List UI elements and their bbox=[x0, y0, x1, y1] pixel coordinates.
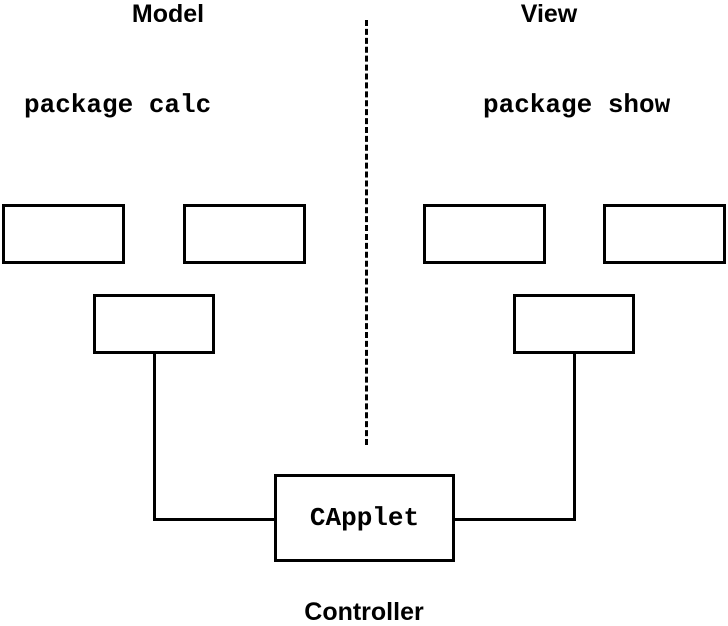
connector-view-horizontal bbox=[452, 518, 576, 521]
connector-view-vertical bbox=[573, 353, 576, 521]
view-class-box-1[interactable] bbox=[423, 204, 546, 264]
package-label-show: package show bbox=[483, 90, 671, 120]
connector-model-horizontal bbox=[153, 518, 277, 521]
view-class-box-2-label bbox=[606, 207, 723, 261]
heading-controller: Controller bbox=[304, 598, 424, 626]
controller-class-box-label: CApplet bbox=[309, 503, 420, 533]
view-class-box-1-label bbox=[426, 207, 543, 261]
model-view-divider bbox=[365, 20, 368, 445]
model-class-box-1-label bbox=[5, 207, 122, 261]
view-class-box-2[interactable] bbox=[603, 204, 726, 264]
connector-model-vertical bbox=[153, 353, 156, 521]
model-class-box-2[interactable] bbox=[183, 204, 306, 264]
model-class-box-3-label bbox=[96, 297, 212, 351]
model-class-box-2-label bbox=[186, 207, 303, 261]
package-label-calc: package calc bbox=[24, 90, 212, 120]
model-class-box-3[interactable] bbox=[93, 294, 215, 354]
view-class-box-3[interactable] bbox=[513, 294, 635, 354]
controller-class-box-capplet[interactable]: CApplet bbox=[274, 474, 455, 562]
model-class-box-1[interactable] bbox=[2, 204, 125, 264]
heading-view: View bbox=[520, 0, 578, 28]
view-class-box-3-label bbox=[516, 297, 632, 351]
heading-model: Model bbox=[131, 0, 205, 28]
